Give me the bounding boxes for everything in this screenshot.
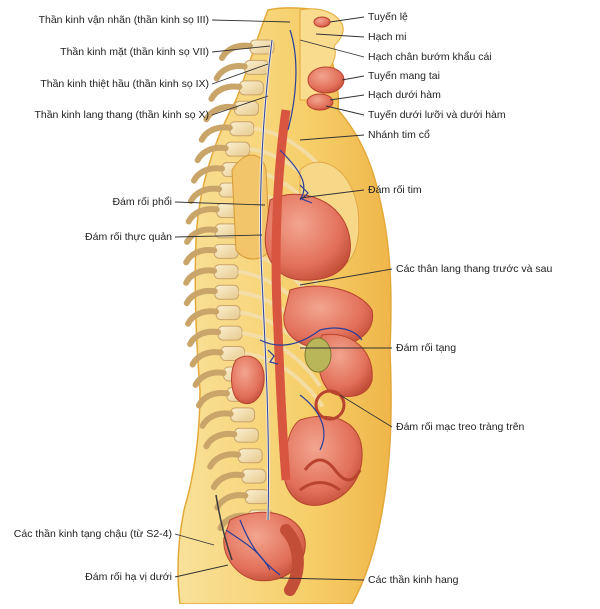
label-ciliary-ganglion: Hạch mi (368, 31, 407, 43)
leader-line (174, 234, 263, 238)
spinous-process (203, 430, 238, 450)
spinous-process (194, 144, 229, 164)
vertebra (237, 448, 263, 464)
leader-line (211, 63, 269, 85)
leader-line (299, 39, 365, 58)
leader-line (325, 105, 365, 116)
submandibular-gland (306, 93, 334, 111)
spinous-process (213, 63, 248, 82)
vertebra (213, 243, 239, 259)
spinous-process (187, 185, 222, 205)
spinous-process (183, 267, 218, 286)
nerves (215, 29, 363, 576)
lacrimal-gland (313, 16, 331, 28)
spinous-process (183, 246, 218, 266)
vertebra (213, 264, 239, 280)
leader-lines (174, 16, 393, 581)
leader-line (299, 268, 393, 286)
label-vagus-nerve: Thần kinh lang thang (thần kinh sọ X) (34, 109, 209, 121)
leader-line (174, 533, 215, 546)
leader-line (174, 201, 266, 206)
label-inferior-hypogastric-plexus: Đám rối hạ vị dưới (85, 571, 172, 583)
spinous-process (183, 287, 218, 307)
leader-line (211, 95, 269, 116)
label-pelvic-splanchnic-nerves: Các thần kinh tạng chậu (từ S2-4) (13, 528, 172, 540)
spinous-process (189, 349, 224, 368)
vertebra (215, 305, 241, 321)
leader-line (299, 189, 365, 199)
leader-line (174, 564, 229, 578)
spinous-process (219, 42, 253, 61)
leader-line (329, 94, 365, 101)
aorta (271, 109, 291, 481)
label-lacrimal-gland: Tuyến lệ (368, 11, 408, 23)
label-pulmonary-plexus: Đám rối phổi (112, 196, 172, 208)
spinous-process (210, 471, 245, 491)
vertebra (241, 468, 267, 484)
spinous-process (198, 124, 233, 143)
rectum (280, 524, 304, 596)
label-esophageal-plexus: Đám rối thực quản (85, 231, 172, 243)
spinous-process (190, 165, 225, 184)
leader-line (315, 33, 365, 38)
label-glossopharyngeal-nerve: Thần kinh thiệt hầu (thần kinh sọ IX) (40, 78, 209, 90)
leader-line (299, 134, 365, 141)
label-sublingual-submandibular-glands: Tuyến dưới lưỡi và dưới hàm (368, 109, 506, 121)
label-parotid-gland: Tuyến mang tai (368, 70, 440, 82)
spinous-process (187, 328, 222, 348)
label-pterygopalatine-ganglion: Hạch chân bướm khẩu cái (368, 51, 492, 63)
label-vagal-trunks: Các thân lang thang trước và sau (396, 263, 553, 275)
vertebra (244, 59, 270, 75)
vertebra (244, 489, 270, 505)
leader-line (211, 19, 291, 23)
rib (241, 331, 322, 388)
spinous-process (195, 390, 230, 409)
parotid-gland (307, 66, 345, 94)
label-superior-mesenteric-plexus: Đám rối mạc treo tràng trên (396, 421, 525, 433)
spinous-process (185, 206, 220, 225)
vertebra (217, 325, 243, 341)
spinous-process (184, 226, 219, 245)
vertebra (230, 407, 256, 423)
label-facial-nerve: Thần kinh mặt (thần kinh sọ VII) (60, 46, 209, 58)
kidney (231, 355, 265, 404)
label-cervical-cardiac-branch: Nhánh tim cổ (368, 129, 430, 141)
vertebra (229, 121, 255, 137)
spinous-process (207, 451, 242, 470)
spinous-process (199, 410, 234, 429)
vertebra (233, 427, 259, 443)
gallbladder (304, 337, 332, 373)
label-celiac-plexus: Đám rối tạng (396, 342, 457, 354)
leader-line (279, 577, 365, 581)
label-oculomotor-nerve: Thần kinh vận nhãn (thần kinh sọ III) (38, 14, 209, 26)
leader-line (329, 16, 365, 23)
vertebra (238, 80, 264, 96)
spinous-process (208, 83, 243, 102)
spinous-process (203, 103, 238, 123)
rib (244, 351, 325, 408)
lung (231, 154, 271, 260)
leader-line (341, 75, 365, 81)
vertebra (214, 284, 240, 300)
leader-line (211, 45, 271, 53)
liver (283, 285, 374, 349)
spinous-process (192, 369, 227, 388)
spinous-process (185, 308, 220, 327)
label-cavernous-nerves: Các thần kinh hang (368, 574, 459, 586)
label-cardiac-plexus: Đám rối tim (368, 184, 422, 196)
vertebra (225, 141, 251, 157)
label-submandibular-ganglion: Hạch dưới hàm (368, 89, 441, 101)
leader-line (339, 394, 393, 428)
